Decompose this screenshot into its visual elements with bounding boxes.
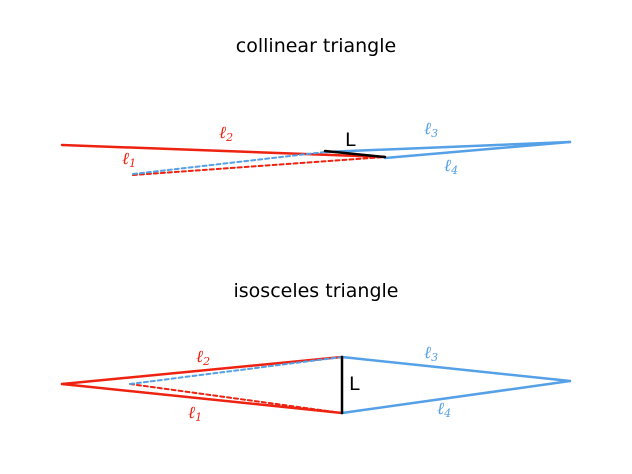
- collinear-edge-l3: [323, 140, 572, 154]
- isosceles-edge-l1: [60, 382, 344, 415]
- title-collinear: collinear triangle: [235, 35, 397, 57]
- collinear-edge-L: [323, 149, 387, 159]
- collinear-edge-l1-dashed: [132, 156, 386, 176]
- isosceles-figure: ℓ2 ℓ1 ℓ3 ℓ4 L: [60, 343, 572, 424]
- collinear-edge-l4: [383, 140, 572, 160]
- collinear-edge-l2: [60, 143, 387, 159]
- collinear-label-l2: ℓ2: [219, 123, 233, 144]
- collinear-label-l1: ℓ1: [122, 149, 136, 170]
- isosceles-edge-l2: [60, 355, 344, 386]
- collinear-label-L: L: [345, 129, 356, 151]
- isosceles-label-l4: ℓ4: [437, 399, 451, 420]
- isosceles-label-l1: ℓ1: [188, 403, 202, 424]
- collinear-edge-blue-dashed: [132, 151, 326, 175]
- isosceles-label-l3: ℓ3: [424, 343, 438, 364]
- isosceles-edge-red-dashed: [129, 383, 343, 414]
- isosceles-label-L: L: [349, 373, 360, 395]
- collinear-label-l3: ℓ3: [424, 119, 438, 140]
- isosceles-edge-l3: [340, 355, 572, 383]
- title-isosceles: isosceles triangle: [233, 280, 399, 302]
- isosceles-label-l2: ℓ2: [196, 347, 210, 368]
- isosceles-edge-blue-dashed: [129, 356, 343, 385]
- collinear-figure: ℓ2 ℓ1 ℓ3 ℓ4 L: [60, 119, 572, 177]
- isosceles-edge-l4: [340, 379, 572, 415]
- collinear-label-l4: ℓ4: [444, 156, 458, 177]
